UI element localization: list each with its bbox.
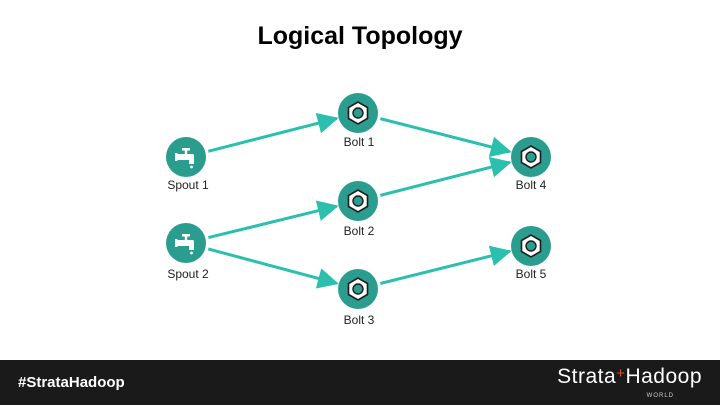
brand-right: Hadoop [625, 365, 702, 388]
edge-spout2-bolt3 [207, 247, 339, 289]
edge-layer [207, 112, 512, 289]
node-label-spout2: Spout 2 [167, 267, 209, 281]
node-bolt5 [511, 226, 551, 266]
brand-left: Strata [557, 365, 617, 388]
node-spout1 [166, 137, 206, 177]
brand-sub: WORLD [646, 393, 674, 399]
node-bolt1 [338, 93, 378, 133]
node-label-bolt5: Bolt 5 [515, 267, 547, 281]
slide-title: Logical Topology [257, 22, 463, 50]
node-label-spout1: Spout 1 [167, 178, 209, 192]
brand-logo: Strata+Hadoop WORLD [557, 365, 702, 399]
hex-nut-icon [520, 234, 542, 258]
hex-nut-icon [347, 277, 369, 301]
node-layer [166, 93, 551, 309]
faucet-icon [175, 148, 194, 169]
node-bolt4 [511, 137, 551, 177]
node-bolt3 [338, 269, 378, 309]
edge-spout2-bolt2 [207, 200, 339, 240]
edge-spout1-bolt1 [207, 112, 339, 153]
node-spout2 [166, 223, 206, 263]
node-label-bolt3: Bolt 3 [343, 313, 375, 327]
edge-bolt1-bolt4 [379, 117, 512, 158]
node-label-bolt2: Bolt 2 [343, 224, 375, 238]
edge-bolt2-bolt4 [379, 156, 512, 197]
brand-plus: + [616, 365, 626, 382]
footer-bar: #StrataHadoop Strata+Hadoop WORLD [0, 360, 720, 405]
hex-nut-icon [347, 189, 369, 213]
hashtag-text: #StrataHadoop [18, 374, 125, 391]
node-label-bolt1: Bolt 1 [343, 135, 375, 149]
node-bolt2 [338, 181, 378, 221]
edge-bolt3-bolt5 [379, 245, 512, 285]
topology-diagram [166, 93, 551, 309]
hex-nut-icon [347, 101, 369, 125]
faucet-icon [175, 234, 194, 255]
node-label-bolt4: Bolt 4 [515, 178, 547, 192]
hex-nut-icon [520, 145, 542, 169]
